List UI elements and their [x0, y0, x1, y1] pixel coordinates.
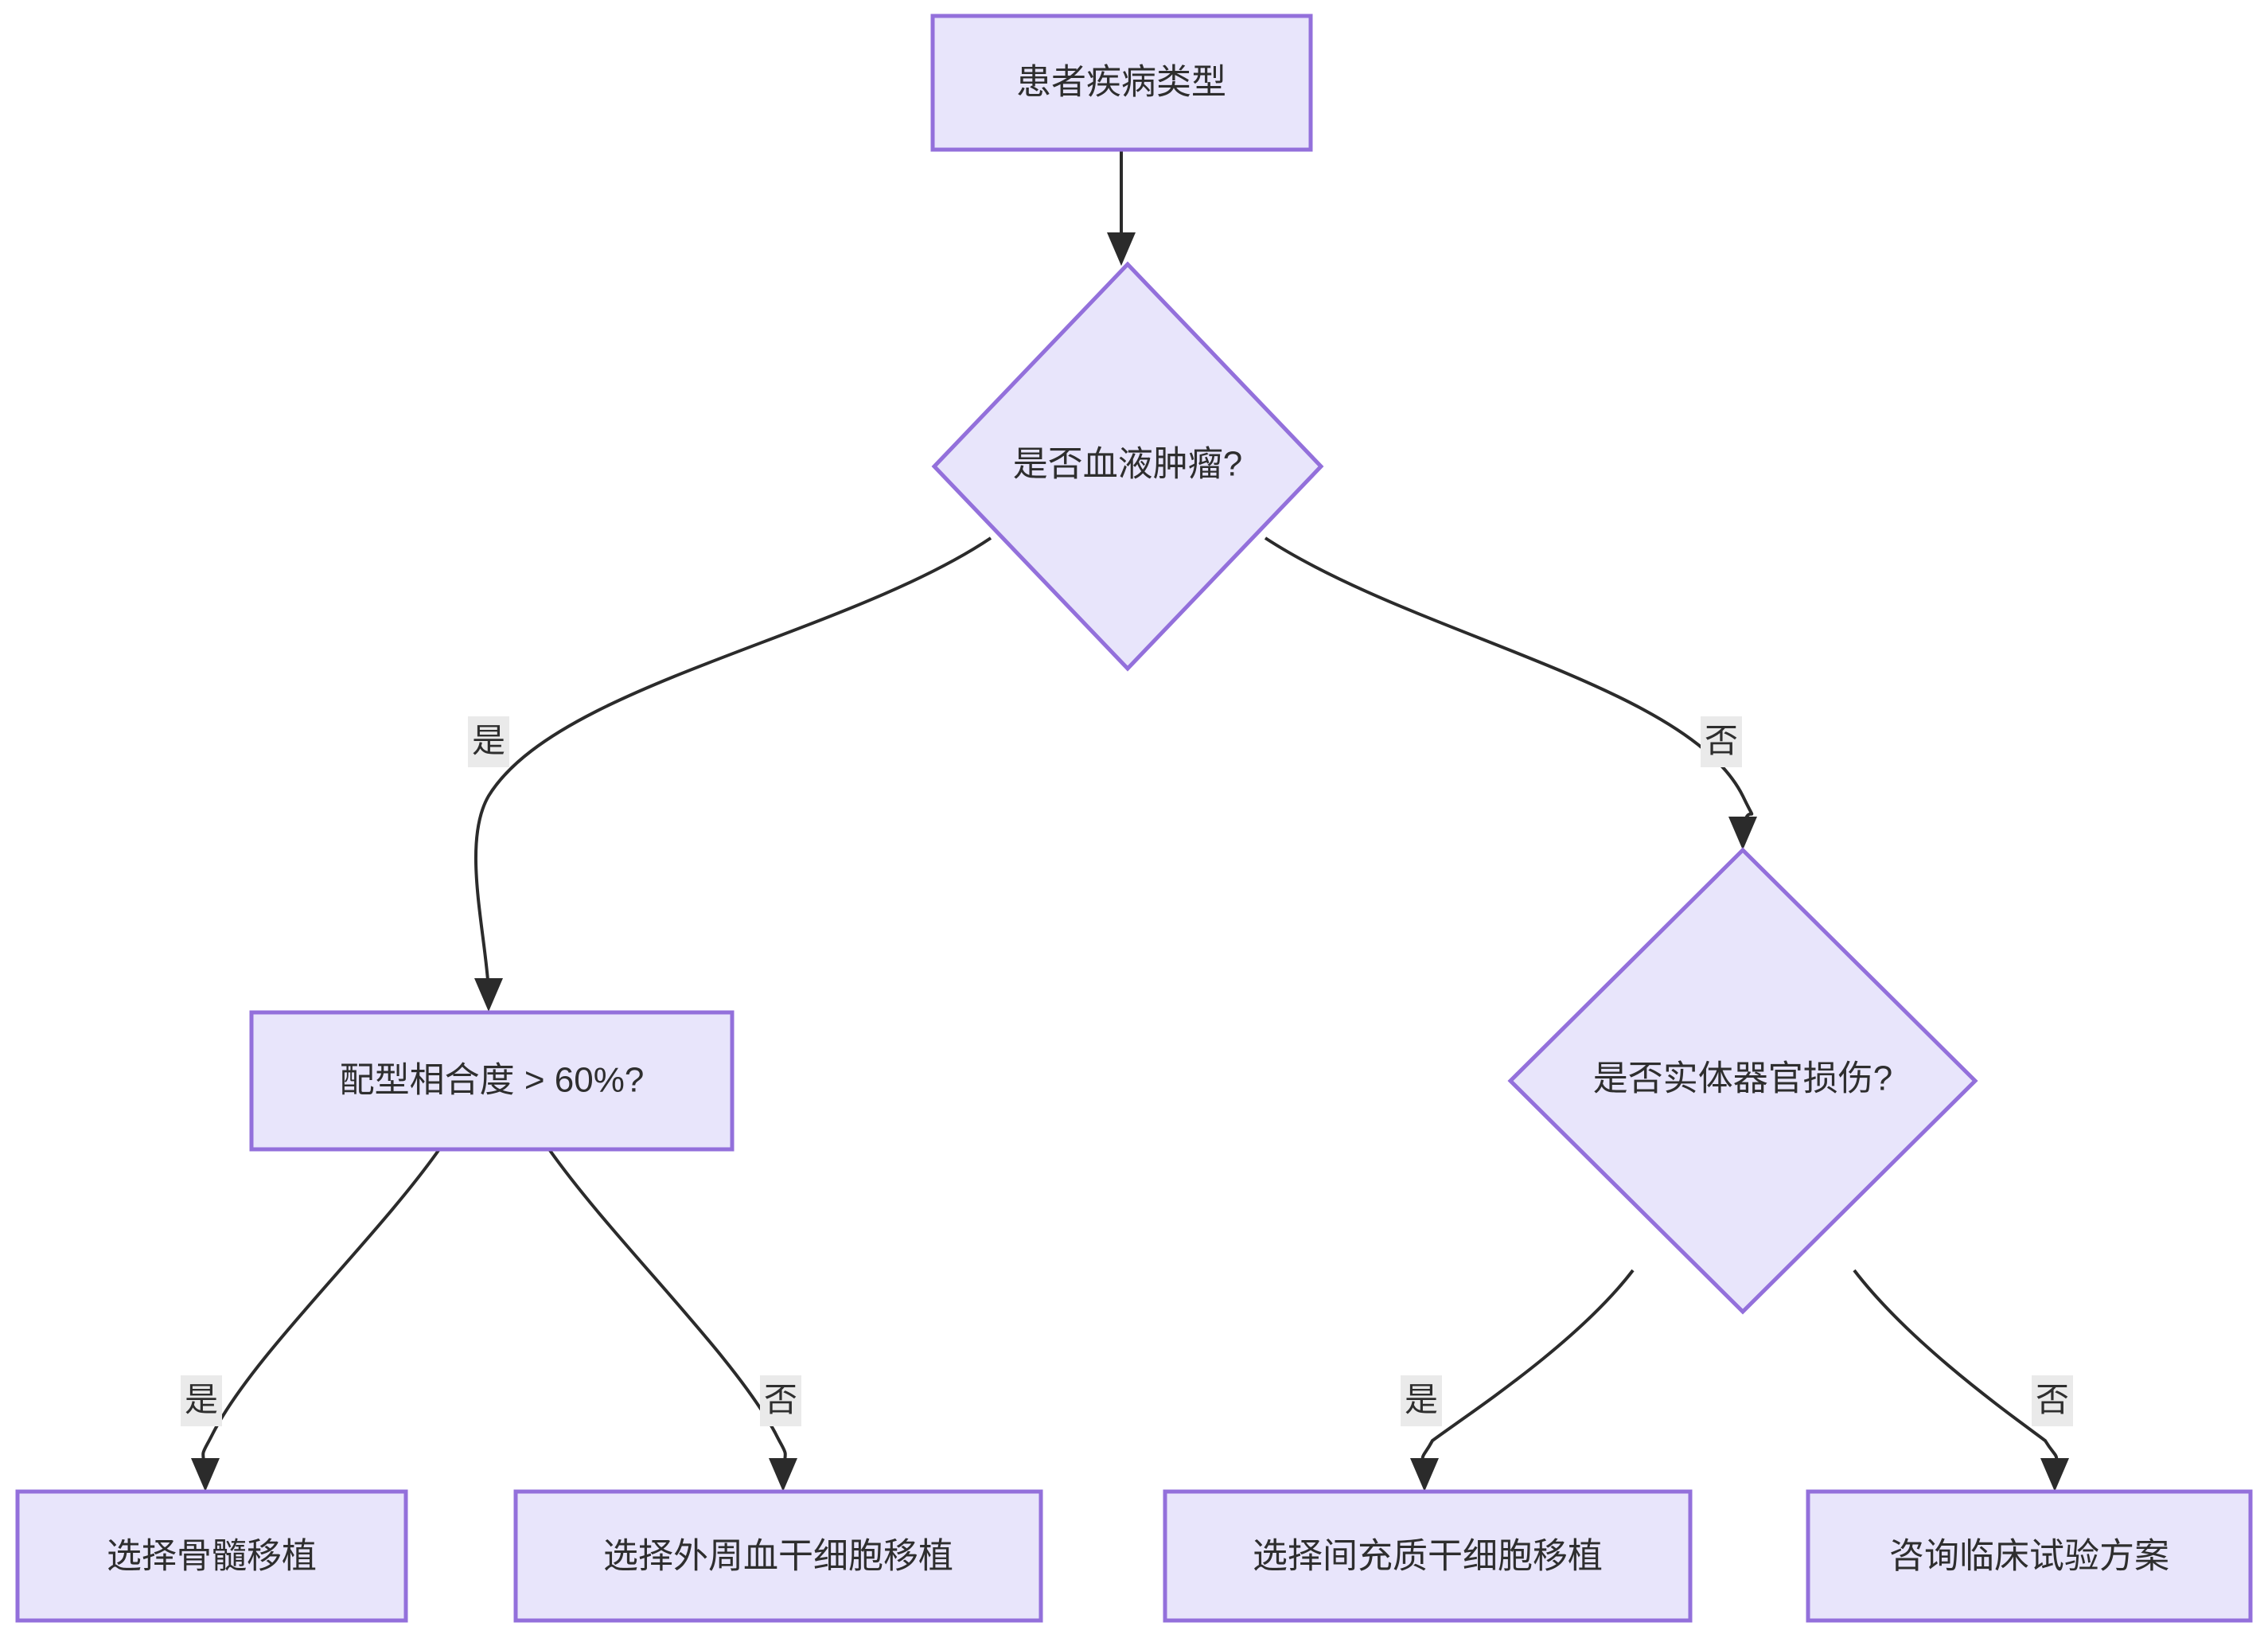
- node-leaf-bone-marrow-shape[interactable]: [15, 1489, 408, 1623]
- arrowhead-icon: [1107, 232, 1136, 266]
- edge-line: [1420, 1269, 1635, 1473]
- edge-label-match-no: 否: [760, 1375, 801, 1426]
- node-root-label: 患者疾病类型: [1016, 63, 1226, 102]
- edge-match-to-pbsc: [548, 1148, 797, 1492]
- edge-label-text: 否: [764, 1381, 797, 1418]
- edge-label-bg: [1701, 716, 1742, 767]
- node-leaf-peripheral-blood[interactable]: 选择外周血干细胞移植: [513, 1489, 1043, 1623]
- edge-label-text: 否: [2036, 1381, 2069, 1418]
- edge-layer: [191, 150, 2069, 1492]
- edge-label-bg: [468, 716, 509, 767]
- node-q-match-shape[interactable]: [249, 1010, 735, 1152]
- edge-line: [473, 536, 992, 992]
- edge-label-organ-no: 否: [2032, 1375, 2073, 1426]
- node-leaf-bone-marrow[interactable]: 选择骨髓移植: [15, 1489, 408, 1623]
- node-q-heme-label: 是否血液肿瘤?: [1013, 445, 1242, 484]
- node-layer: 患者疾病类型 是否血液肿瘤? 配型相合度 > 60%? 是否实体器官损伤? 选择…: [15, 14, 2253, 1623]
- edge-label-text: 是: [472, 722, 505, 759]
- arrowhead-icon: [1410, 1458, 1439, 1492]
- edge-label-organ-yes: 是: [1401, 1375, 1442, 1426]
- edge-root-to-heme: [1107, 150, 1136, 266]
- edge-line: [201, 1148, 441, 1473]
- node-leaf-clinical-trial[interactable]: 咨询临床试验方案: [1806, 1489, 2253, 1623]
- node-leaf-peripheral-blood-label: 选择外周血干细胞移植: [603, 1537, 953, 1576]
- edge-label-text: 是: [1405, 1381, 1438, 1418]
- edge-label-heme-yes: 是: [468, 716, 509, 767]
- node-root-shape[interactable]: [930, 14, 1313, 152]
- node-leaf-clinical-trial-shape[interactable]: [1806, 1489, 2253, 1623]
- node-q-match-label: 配型相合度 > 60%?: [340, 1061, 645, 1100]
- arrowhead-icon: [1728, 817, 1757, 850]
- arrowhead-icon: [2040, 1458, 2069, 1492]
- edge-organ-to-trial: [1853, 1269, 2069, 1492]
- edge-heme-to-organ: [1264, 536, 1757, 850]
- edge-heme-to-match: [473, 536, 992, 1012]
- node-root[interactable]: 患者疾病类型: [930, 14, 1313, 152]
- edge-match-to-bm: [191, 1148, 441, 1492]
- edge-label-match-yes: 是: [181, 1375, 222, 1426]
- edge-label-layer: 是 否 是 否 是: [181, 716, 2073, 1426]
- edge-label-text: 是: [185, 1381, 218, 1418]
- edge-label-bg: [760, 1375, 801, 1426]
- node-q-match[interactable]: 配型相合度 > 60%?: [249, 1010, 735, 1152]
- node-leaf-mesenchymal-shape[interactable]: [1163, 1489, 1693, 1623]
- node-leaf-bone-marrow-label: 选择骨髓移植: [107, 1537, 317, 1576]
- node-leaf-clinical-trial-label: 咨询临床试验方案: [1889, 1537, 2169, 1576]
- node-q-organ[interactable]: 是否实体器官损伤?: [1507, 847, 1978, 1315]
- edge-label-bg: [1401, 1375, 1442, 1426]
- edge-label-text: 否: [1705, 722, 1738, 759]
- edge-organ-to-msc: [1410, 1269, 1635, 1492]
- node-q-heme-shape[interactable]: [931, 261, 1324, 672]
- node-leaf-peripheral-blood-shape[interactable]: [513, 1489, 1043, 1623]
- node-q-organ-label: 是否实体器官损伤?: [1593, 1059, 1892, 1098]
- node-leaf-mesenchymal-label: 选择间充质干细胞移植: [1253, 1537, 1603, 1576]
- node-leaf-mesenchymal[interactable]: 选择间充质干细胞移植: [1163, 1489, 1693, 1623]
- node-q-heme[interactable]: 是否血液肿瘤?: [931, 261, 1324, 672]
- edge-line: [548, 1148, 787, 1473]
- arrowhead-icon: [474, 978, 503, 1012]
- arrowhead-icon: [769, 1458, 797, 1492]
- edge-line: [1853, 1269, 2059, 1473]
- edge-line: [1264, 536, 1754, 832]
- edge-label-bg: [181, 1375, 222, 1426]
- node-q-organ-shape[interactable]: [1507, 847, 1978, 1315]
- edge-label-heme-no: 否: [1701, 716, 1742, 767]
- edge-label-bg: [2032, 1375, 2073, 1426]
- arrowhead-icon: [191, 1458, 220, 1492]
